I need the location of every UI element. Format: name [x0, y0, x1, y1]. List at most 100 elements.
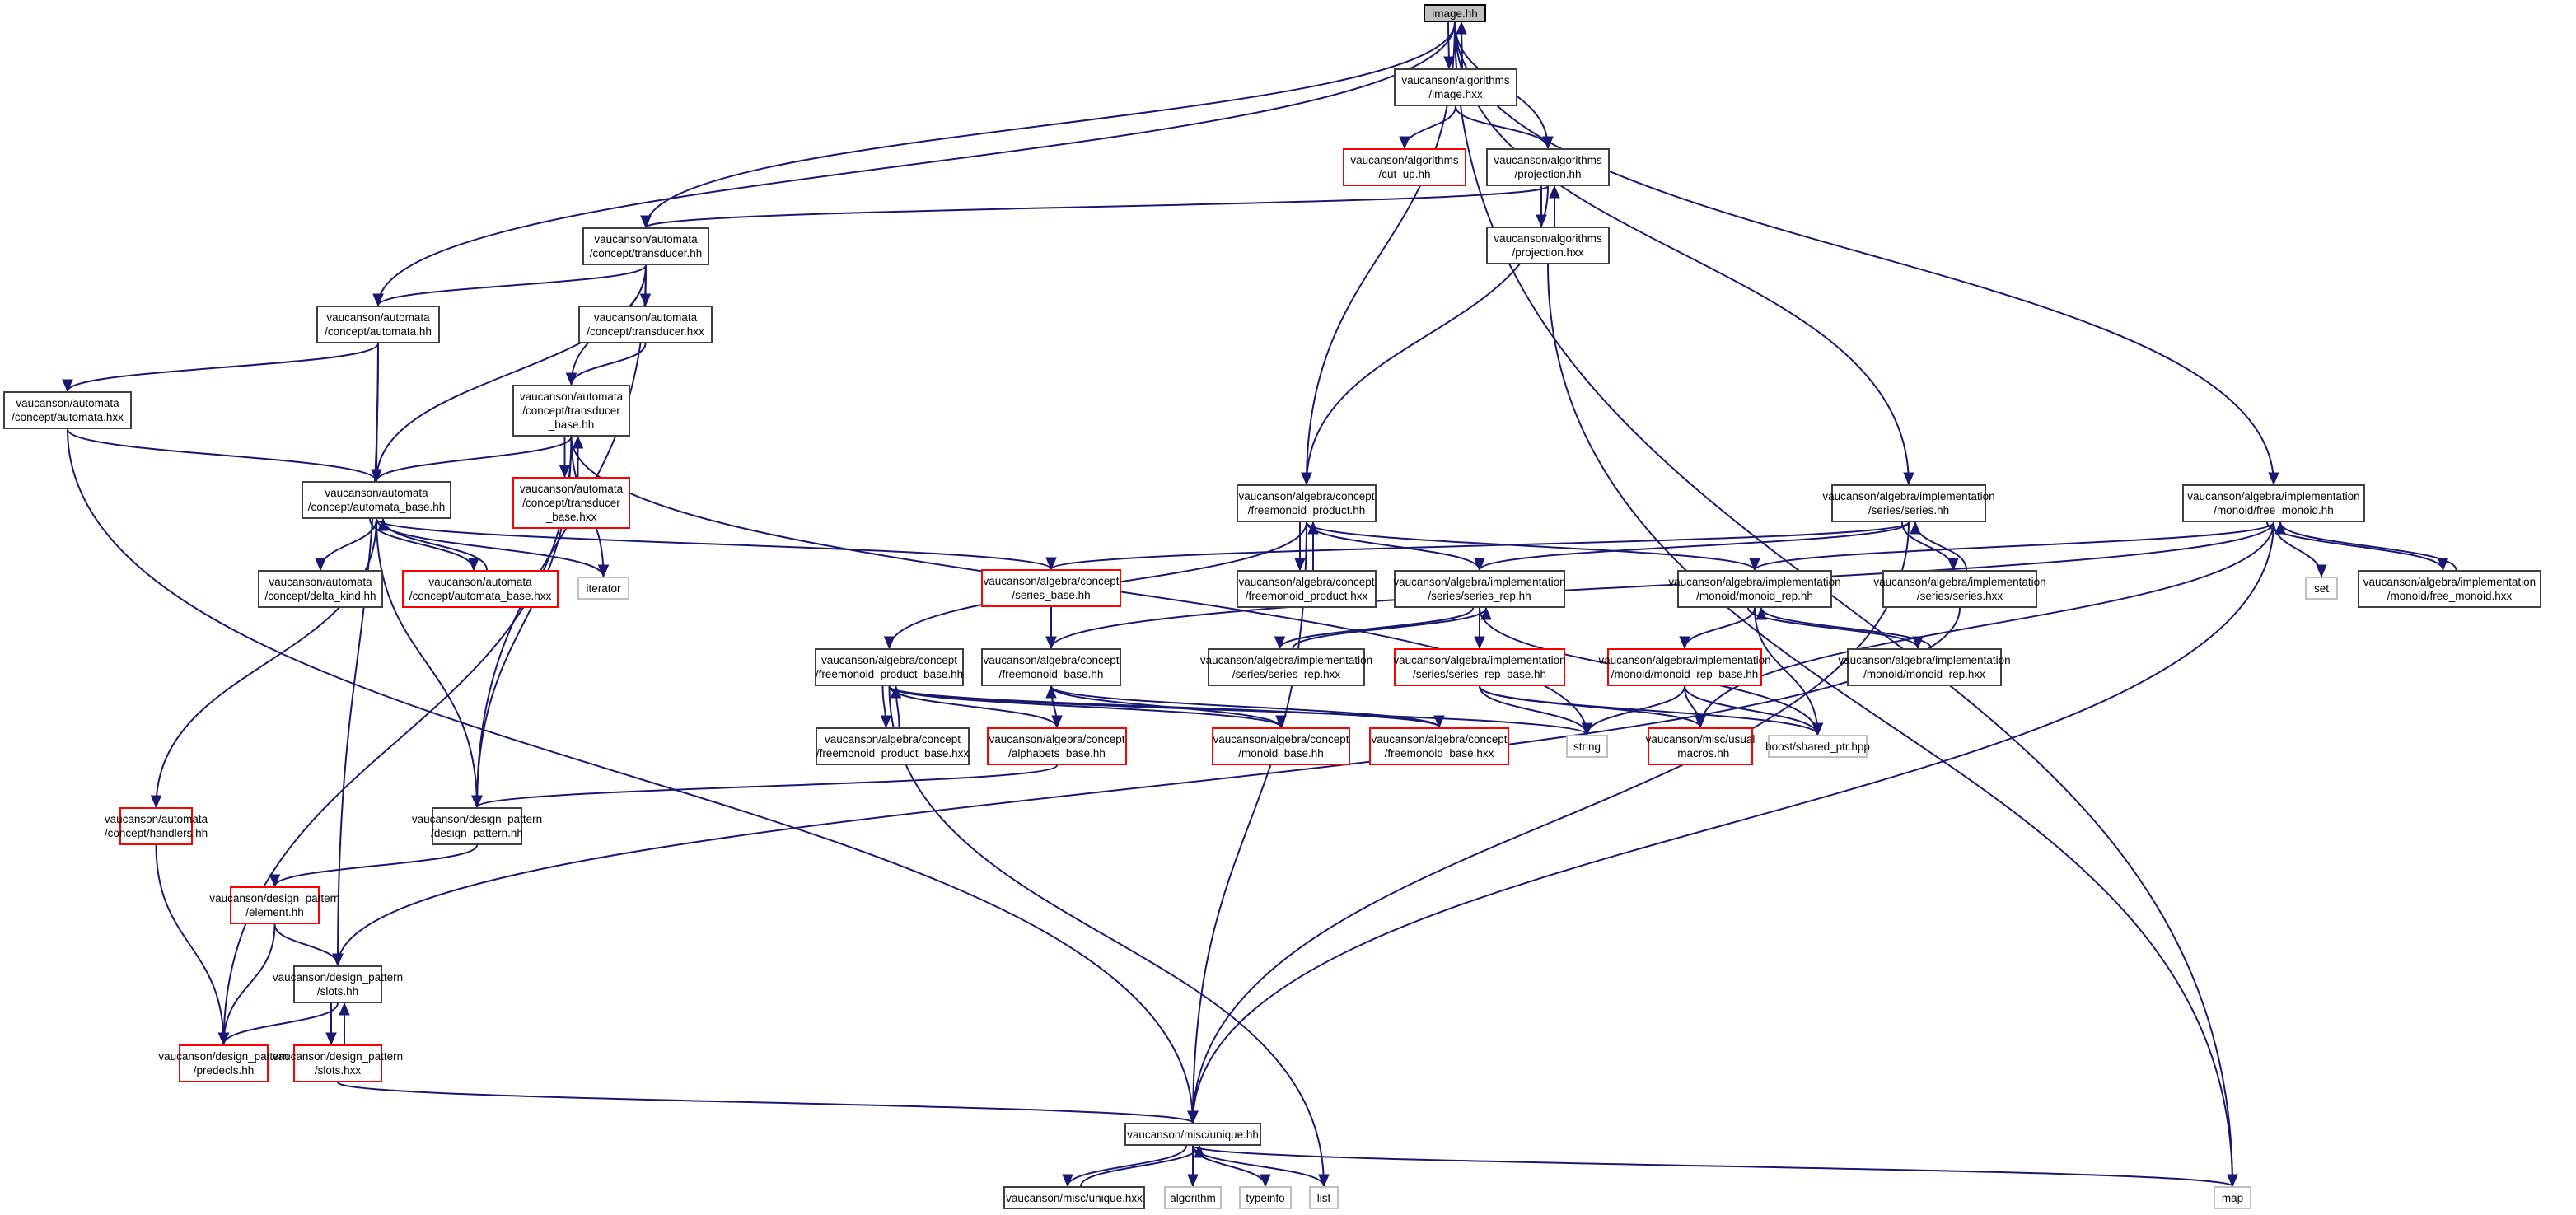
arrowhead-series_rep_hh-to-series_rep_base: [1474, 636, 1485, 650]
edge-element-to-slots_hh: [273, 923, 339, 966]
node-transducer-hxx[interactable]: vaucanson/automata /concept/transducer.h…: [578, 306, 713, 343]
node-set: set: [2305, 577, 2338, 600]
node-automata-hh[interactable]: vaucanson/automata /concept/automata.hh: [316, 306, 440, 343]
node-freemonoid-product-base-hxx[interactable]: vaucanson/algebra/concept /freemonoid_pr…: [816, 727, 970, 765]
node-algorithms-projection-hxx[interactable]: vaucanson/algorithms /projection.hxx: [1486, 227, 1610, 264]
node-automata-base-hxx[interactable]: vaucanson/automata /concept/automata_bas…: [402, 570, 559, 608]
edge-series_rep_base-to-shared_ptr: [1479, 685, 1819, 736]
node-image-hh[interactable]: image.hh: [1424, 4, 1486, 22]
node-transducer-hh[interactable]: vaucanson/automata /concept/transducer.h…: [582, 227, 709, 265]
arrowhead-series_hh-to-series_base: [1045, 557, 1057, 571]
arrowhead-image_hxx-to-projection_hh: [1542, 136, 1554, 150]
edge-series_rep_hxx-to-series_rep_hh: [1292, 607, 1487, 649]
node-series-rep-hh[interactable]: vaucanson/algebra/implementation /series…: [1393, 570, 1566, 608]
node-typeinfo: typeinfo: [1239, 1186, 1292, 1209]
node-unique-hh[interactable]: vaucanson/misc/unique.hh: [1124, 1123, 1261, 1146]
node-transducer-base-hxx[interactable]: vaucanson/automata /concept/transducer _…: [512, 477, 630, 529]
node-slots-hxx[interactable]: vaucanson/design_pattern /slots.hxx: [273, 1044, 403, 1082]
edge-projection_hxx-to-map: [1547, 264, 2233, 1187]
edge-series_hxx-to-series_hh: [1914, 521, 1967, 571]
edge-automata_base_hh-to-automata_base_hxx: [369, 518, 475, 571]
edge-series_hh-to-series_base: [1050, 521, 1910, 570]
edge-handlers-to-predecls: [155, 844, 225, 1045]
node-element-hh[interactable]: vaucanson/design_pattern /element.hh: [209, 886, 340, 924]
node-handlers-hh[interactable]: vaucanson/automata /concept/handlers.hh: [105, 807, 208, 845]
edge-monoid_rep_base-to-string: [1586, 685, 1685, 736]
node-free-monoid-hh[interactable]: vaucanson/algebra/implementation /monoid…: [2182, 484, 2365, 522]
arrowhead-automata_base_hh-to-iterator: [597, 564, 610, 578]
arrowhead-free_monoid_hxx-to-free_monoid_hh: [2274, 521, 2286, 535]
edge-series_hh-to-series_rep_hh: [1479, 521, 1910, 571]
edge-design_pattern-to-element: [273, 844, 478, 887]
edge-automata_base_hh-to-series_base: [376, 518, 1052, 570]
edge-fm_product_hh-to-series_rep_hh: [1306, 521, 1480, 571]
node-predecls-hh[interactable]: vaucanson/design_pattern /predecls.hh: [158, 1044, 289, 1082]
arrowhead-transducer_hxx-to-transducer_base_hh: [565, 372, 577, 386]
node-slots-hh[interactable]: vaucanson/design_pattern /slots.hh: [273, 965, 403, 1003]
edge-image_hh-to-fm_product_hh: [1306, 21, 1456, 485]
node-monoid-base-hh[interactable]: vaucanson/algebra/concept /monoid_base.h…: [1212, 727, 1350, 765]
edge-image_hxx-to-projection_hh: [1455, 105, 1549, 149]
arrowhead-series_base-to-fm_base_hh: [1045, 636, 1057, 650]
node-iterator: iterator: [577, 577, 629, 600]
edge-fm_product_hh-to-unique_hh: [1192, 521, 1307, 1124]
edge-automata_base_hh-to-handlers: [155, 518, 377, 808]
node-freemonoid-base-hh[interactable]: vaucanson/algebra/concept /freemonoid_ba…: [981, 648, 1121, 686]
edge-series_hh-to-unique_hh: [1192, 521, 1910, 1124]
node-freemonoid-product-hxx[interactable]: vaucanson/algebra/concept /freemonoid_pr…: [1237, 570, 1377, 608]
edge-fm_product_base_hh-to-monoid_base: [888, 685, 1282, 728]
node-freemonoid-product-base-hh[interactable]: vaucanson/algebra/concept /freemonoid_pr…: [815, 648, 964, 686]
node-freemonoid-base-hxx[interactable]: vaucanson/algebra/concept /freemonoid_ba…: [1369, 727, 1509, 765]
node-series-rep-base-hh[interactable]: vaucanson/algebra/implementation /series…: [1393, 648, 1566, 686]
node-string: string: [1566, 735, 1608, 758]
node-freemonoid-product-hh[interactable]: vaucanson/algebra/concept /freemonoid_pr…: [1237, 484, 1377, 522]
edge-transducer_hh-to-automata_hh: [377, 264, 647, 306]
edge-transducer_hh-to-automata_base_hh: [376, 264, 647, 482]
node-map: map: [2214, 1186, 2251, 1209]
node-series-hxx[interactable]: vaucanson/algebra/implementation /series…: [1873, 570, 2046, 608]
node-monoid-rep-base-hh[interactable]: vaucanson/algebra/implementation /monoid…: [1598, 648, 1771, 686]
node-series-rep-hxx[interactable]: vaucanson/algebra/implementation /series…: [1200, 648, 1372, 686]
node-automata-hxx[interactable]: vaucanson/automata /concept/automata.hxx: [3, 391, 132, 429]
node-transducer-base-hh[interactable]: vaucanson/automata /concept/transducer _…: [512, 385, 630, 437]
arrowhead-element-to-slots_hh: [332, 953, 344, 967]
arrowhead-fm_product_base_hh-to-string: [1581, 722, 1593, 736]
node-delta-kind-hh[interactable]: vaucanson/automata /concept/delta_kind.h…: [258, 570, 383, 608]
arrowhead-monoid_rep_base-to-usual_macros: [1695, 715, 1706, 729]
arrowhead-automata_base_hh-to-handlers: [150, 795, 162, 809]
edge-element-to-predecls: [222, 923, 276, 1045]
node-algorithms-image-hxx[interactable]: vaucanson/algorithms /image.hxx: [1394, 68, 1517, 106]
edge-image_hh-to-transducer_hh: [645, 21, 1456, 228]
node-alphabets-base-hh[interactable]: vaucanson/algebra/concept /alphabets_bas…: [987, 727, 1127, 765]
edge-fm_product_base_hh-to-string: [888, 685, 1588, 736]
arrowhead-slots_hxx-to-unique_hh: [1187, 1110, 1199, 1124]
edge-automata_hxx-to-automata_base_hh: [67, 428, 377, 482]
node-series-hh[interactable]: vaucanson/algebra/implementation /series…: [1822, 484, 1995, 522]
edge-fm_product_base_hh-to-alphabets_base: [888, 685, 1058, 728]
node-automata-base-hh[interactable]: vaucanson/automata /concept/automata_bas…: [302, 481, 451, 519]
node-monoid-rep-hh[interactable]: vaucanson/algebra/implementation /monoid…: [1668, 570, 1841, 608]
edge-transducer_base_hh-to-automata_base_hh: [376, 436, 573, 482]
node-free-monoid-hxx[interactable]: vaucanson/algebra/implementation /monoid…: [2358, 570, 2541, 608]
arrowhead-free_monoid_hh-to-monoid_rep_hh: [1749, 558, 1760, 572]
node-unique-hxx[interactable]: vaucanson/misc/unique.hxx: [1003, 1186, 1145, 1209]
node-usual-macros-hh[interactable]: vaucanson/misc/usual _macros.hh: [1646, 727, 1755, 765]
edge-unique_hh-to-unique_hxx: [1067, 1145, 1187, 1187]
edge-fm_base_hxx-to-fm_base_hh: [1050, 685, 1440, 728]
node-algorithms-cut-up-hh[interactable]: vaucanson/algorithms /cut_up.hh: [1343, 148, 1466, 186]
arrowhead-fm_base_hxx-to-fm_base_hh: [1045, 685, 1057, 699]
arrowhead-unique_hh-to-typeinfo: [1260, 1174, 1271, 1188]
edge-image_hxx-to-cut_up: [1404, 105, 1456, 149]
node-design-pattern-hh[interactable]: vaucanson/design_pattern /design_pattern…: [412, 807, 542, 845]
node-algorithms-projection-hh[interactable]: vaucanson/algorithms /projection.hh: [1486, 148, 1610, 186]
arrowhead-image_hxx-to-image_hh: [1456, 21, 1467, 35]
node-series-base-hh[interactable]: vaucanson/algebra/concept /series_base.h…: [981, 569, 1121, 607]
arrowhead-transducer_base_hxx-to-transducer_base_hh: [572, 435, 584, 449]
edge-automata_base_hxx-to-automata_base_hh: [382, 518, 488, 571]
node-monoid-rep-hxx[interactable]: vaucanson/algebra/implementation /monoid…: [1838, 648, 2011, 686]
edge-series_hh-to-series_hxx: [1901, 521, 1954, 571]
edge-series_rep_base-to-string: [1479, 685, 1588, 736]
arrowhead-monoid_rep_hh-to-monoid_rep_base: [1679, 636, 1690, 650]
edge-transducer_base_hh-to-predecls: [222, 436, 573, 1045]
